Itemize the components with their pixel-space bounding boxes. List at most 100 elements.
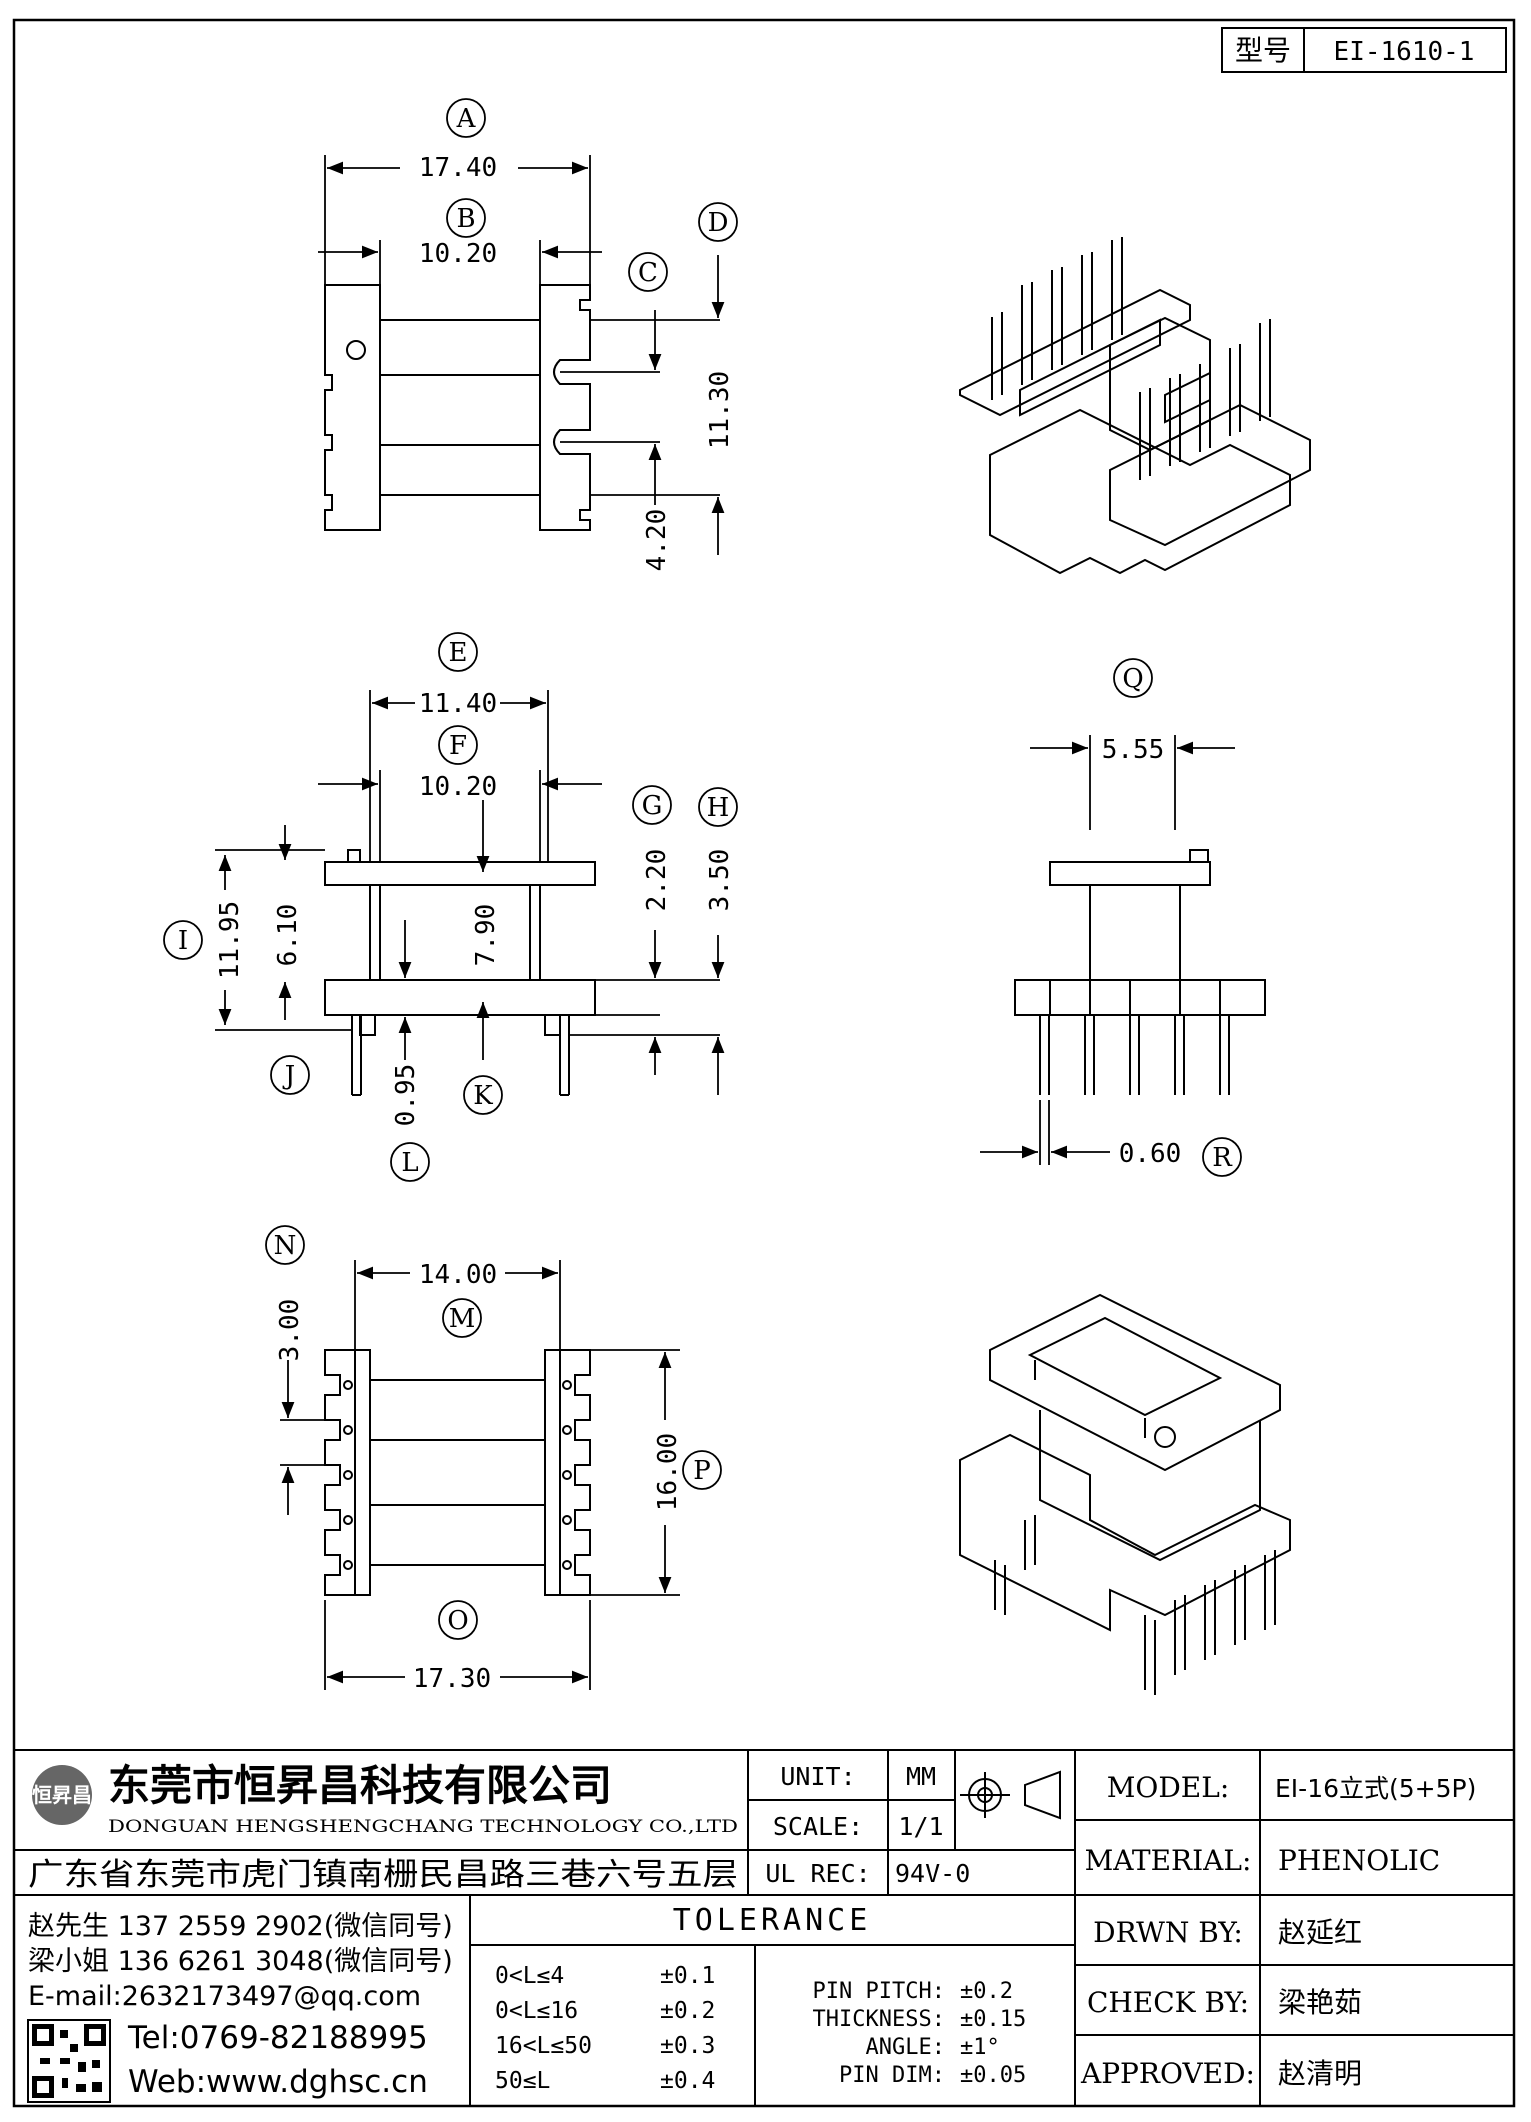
callout-circle-F bbox=[438, 725, 478, 765]
callout-circle-L bbox=[390, 1142, 430, 1182]
callout-circle-J bbox=[270, 1055, 310, 1095]
callout-letter-I: I bbox=[178, 926, 188, 956]
pin-dim-label: PIN DIM: bbox=[839, 2063, 945, 2088]
callout-circle-N bbox=[265, 1225, 305, 1265]
angle-value: ±1° bbox=[960, 2035, 1000, 2060]
view-bottom-dims bbox=[280, 1260, 680, 1690]
material-value: PHENOLIC bbox=[1278, 1844, 1440, 1877]
model-box-value: EI-1610-1 bbox=[1334, 37, 1475, 67]
unit-value: MM bbox=[906, 1762, 936, 1791]
ul-value: 94V-0 bbox=[895, 1859, 970, 1888]
callout-circle-M bbox=[442, 1298, 482, 1338]
model-box-label: 型号 bbox=[1235, 34, 1291, 67]
dim-Q: 5.55 bbox=[1102, 735, 1165, 765]
pin-dim-value: ±0.05 bbox=[960, 2063, 1026, 2088]
drawn-by-label: DRWN BY: bbox=[1093, 1916, 1243, 1949]
company-logo: 恒昇昌 bbox=[32, 1765, 92, 1825]
callout-letter-F: F bbox=[449, 731, 467, 761]
callout-letter-P: P bbox=[693, 1456, 711, 1486]
drawing-border bbox=[12, 18, 1516, 2108]
dim-O: 17.30 bbox=[413, 1664, 491, 1694]
dim-B: 10.20 bbox=[419, 239, 497, 269]
callout-circle-Q bbox=[1113, 658, 1153, 698]
company-address: 广东省东莞市虎门镇南栅民昌路三巷六号五层 bbox=[28, 1857, 738, 1893]
callout-letter-K: K bbox=[473, 1081, 493, 1111]
thickness-label: THICKNESS: bbox=[813, 2007, 945, 2032]
callout-letter-C: C bbox=[638, 258, 658, 288]
callout-circle-I bbox=[163, 920, 203, 960]
view-top bbox=[324, 284, 591, 531]
unit-label: UNIT: bbox=[780, 1762, 855, 1791]
qr-code bbox=[27, 2019, 111, 2103]
callout-letter-G: G bbox=[642, 791, 663, 821]
dim-K: 7.90 bbox=[471, 904, 501, 967]
view-side bbox=[1014, 849, 1266, 1095]
view-side-dims bbox=[980, 735, 1235, 1165]
callout-circle-H bbox=[698, 787, 738, 827]
dim-M: 14.00 bbox=[419, 1260, 497, 1290]
dim-I-inner: 6.10 bbox=[273, 904, 303, 967]
callout-circle-E bbox=[438, 632, 478, 672]
callout-circle-A bbox=[446, 98, 486, 138]
view-front-dims bbox=[215, 690, 725, 1095]
angle-label: ANGLE: bbox=[866, 2035, 945, 2060]
tol-value-1: ±0.1 bbox=[660, 1963, 715, 1989]
company-block: 东莞市恒昇昌科技有限公司 DONGUAN HENGSHENGCHANG TECH… bbox=[28, 1761, 738, 2100]
callout-letter-E: E bbox=[449, 638, 468, 668]
contact-1: 赵先生 137 2559 2902(微信同号) bbox=[28, 1911, 453, 1942]
callout-letter-N: N bbox=[274, 1231, 297, 1261]
callout-circle-O bbox=[438, 1600, 478, 1640]
dim-R: 0.60 bbox=[1119, 1139, 1182, 1169]
dim-H: 3.50 bbox=[705, 849, 735, 912]
company-web: Web:www.dghsc.cn bbox=[128, 2064, 428, 2100]
callout-letter-R: R bbox=[1212, 1143, 1233, 1173]
dim-A: 17.40 bbox=[419, 153, 497, 183]
thickness-value: ±0.15 bbox=[960, 2007, 1026, 2032]
model-value: EI-16立式(5+5P) bbox=[1275, 1774, 1476, 1803]
callout-circle-R bbox=[1202, 1137, 1242, 1177]
callout-circle-C bbox=[628, 252, 668, 292]
check-by-label: CHECK BY: bbox=[1087, 1986, 1249, 2019]
tol-range-4: 50≤L bbox=[495, 2068, 550, 2094]
callout-circle-B bbox=[446, 198, 486, 238]
material-label: MATERIAL: bbox=[1085, 1844, 1252, 1877]
company-name-en: DONGUAN HENGSHENGCHANG TECHNOLOGY CO.,LT… bbox=[108, 1817, 738, 1837]
dim-N: 3.00 bbox=[275, 1299, 305, 1362]
dim-C-D: 11.30 bbox=[705, 371, 735, 449]
callout-circle-P bbox=[682, 1450, 722, 1490]
callout-letter-B: B bbox=[456, 204, 475, 234]
spec-block: UNIT: MM SCALE: 1/1 UL REC: 94V-0 bbox=[765, 1762, 970, 1888]
model-label: MODEL: bbox=[1107, 1771, 1230, 1804]
dim-E: 11.40 bbox=[419, 689, 497, 719]
callout-letter-L: L bbox=[401, 1148, 418, 1178]
scale-value: 1/1 bbox=[898, 1812, 943, 1841]
view-front bbox=[324, 849, 596, 1096]
tol-value-4: ±0.4 bbox=[660, 2068, 715, 2094]
dimension-labels: 17.40 10.20 11.30 4.20 11.40 10.20 2.20 … bbox=[215, 153, 1181, 1694]
callout-letter-O: O bbox=[447, 1606, 468, 1636]
approved-label: APPROVED: bbox=[1080, 2057, 1255, 2090]
view-bottom bbox=[324, 1349, 591, 1596]
tolerance-block: TOLERANCE 0<L≤4 ±0.1 0<L≤16 ±0.2 16<L≤50… bbox=[495, 1903, 1026, 2094]
callout-letter-A: A bbox=[456, 104, 477, 134]
scale-label: SCALE: bbox=[773, 1812, 863, 1841]
title-block bbox=[14, 1749, 1514, 2106]
approved-value: 赵清明 bbox=[1278, 2057, 1362, 2090]
dim-P: 16.00 bbox=[653, 1433, 683, 1511]
dim-I: 11.95 bbox=[215, 901, 245, 979]
tol-value-3: ±0.3 bbox=[660, 2033, 715, 2059]
drawn-by-value: 赵延红 bbox=[1278, 1916, 1362, 1949]
callout-circle-G bbox=[632, 785, 672, 825]
view-top-dims bbox=[318, 155, 725, 555]
callout-letter-D: D bbox=[708, 208, 729, 238]
callout-letter-H: H bbox=[707, 793, 730, 823]
callout-letter-M: M bbox=[449, 1304, 476, 1334]
tol-range-1: 0<L≤4 bbox=[495, 1963, 564, 1989]
company-email: E-mail:2632173497@qq.com bbox=[28, 1981, 421, 2012]
pin-pitch-label: PIN PITCH: bbox=[813, 1979, 945, 2004]
callout-circle-D bbox=[698, 202, 738, 242]
dim-F: 10.20 bbox=[419, 772, 497, 802]
check-by-value: 梁艳茹 bbox=[1278, 1986, 1362, 2019]
